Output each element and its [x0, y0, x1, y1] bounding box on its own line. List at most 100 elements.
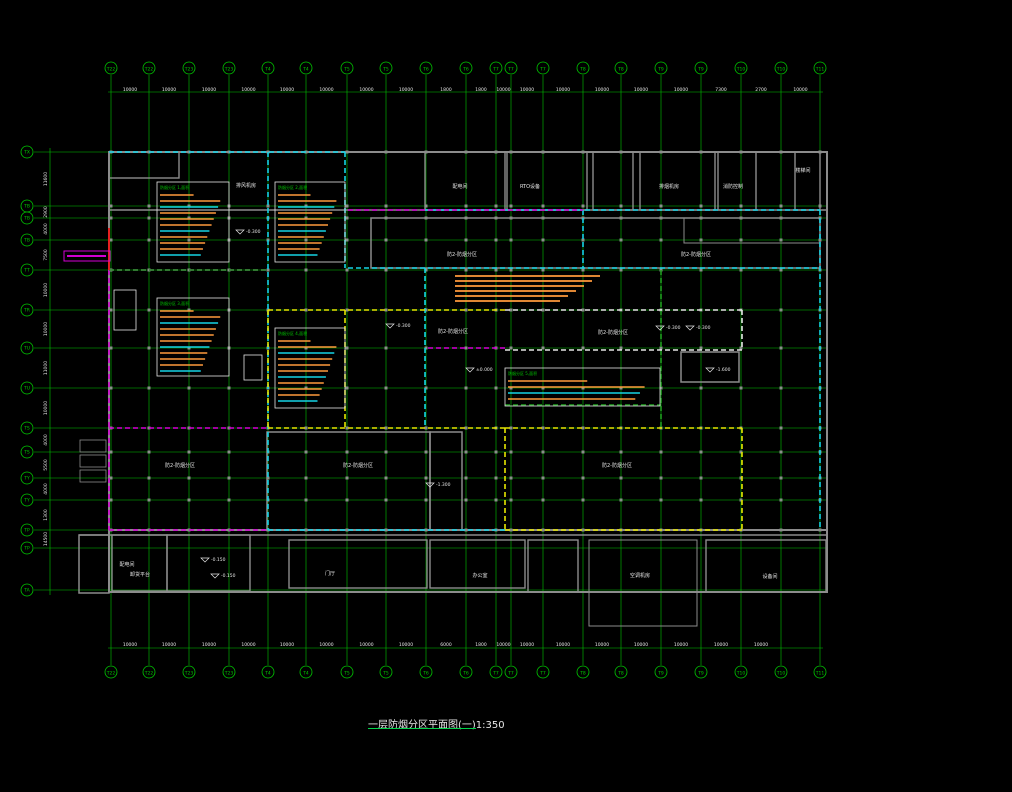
column	[509, 268, 513, 272]
elevation-symbol	[705, 367, 715, 373]
column	[304, 308, 308, 312]
column	[345, 450, 349, 454]
column	[739, 238, 743, 242]
axis-label-top: T9	[697, 67, 704, 73]
column	[779, 450, 783, 454]
column	[464, 346, 468, 350]
note-box	[156, 297, 230, 377]
magenta-tag	[63, 250, 111, 262]
elevation-symbol	[465, 367, 475, 373]
column	[779, 150, 783, 154]
axis-label-top: T4	[302, 67, 309, 73]
column	[659, 476, 663, 480]
column	[541, 308, 545, 312]
column	[345, 528, 349, 532]
axis-bubble-top	[576, 61, 590, 75]
room-label: 楼梯间	[795, 167, 810, 174]
axis-label-bottom: T7	[507, 671, 514, 677]
column	[147, 204, 151, 208]
axis-label-top: T7	[507, 67, 514, 73]
column	[619, 386, 623, 390]
axis-bubble-bottom	[104, 665, 118, 679]
column	[619, 498, 623, 502]
column	[779, 426, 783, 430]
column	[494, 216, 498, 220]
column	[619, 450, 623, 454]
column	[541, 386, 545, 390]
axis-label-bottom: T7	[539, 671, 546, 677]
room-label: 排烟机房	[659, 183, 679, 190]
column	[345, 150, 349, 154]
axis-label-left: TU	[23, 346, 30, 352]
dimension-text-bottom: 1800	[475, 642, 487, 648]
axis-label-left: TB	[23, 216, 30, 222]
column	[541, 268, 545, 272]
column	[818, 238, 822, 242]
axis-bubble-bottom	[813, 665, 827, 679]
column	[581, 386, 585, 390]
elevation-label: -0.300	[246, 229, 261, 235]
elevation-symbol	[235, 229, 245, 235]
axis-bubble-bottom	[379, 665, 393, 679]
dimension-text-top: 10000	[399, 87, 413, 93]
note-box	[504, 367, 661, 407]
axis-bubble-top	[104, 61, 118, 75]
column	[464, 204, 468, 208]
axis-label-top: T5	[382, 67, 389, 73]
column	[779, 268, 783, 272]
column	[779, 498, 783, 502]
axis-bubble-top	[734, 61, 748, 75]
column	[494, 450, 498, 454]
column	[187, 204, 191, 208]
column	[384, 450, 388, 454]
dimension-text-left: 4000	[43, 223, 49, 235]
bottom-room	[288, 539, 428, 589]
column	[464, 476, 468, 480]
room-label: 排风机房	[236, 182, 256, 189]
axis-label-left: TP	[23, 546, 30, 552]
column	[619, 238, 623, 242]
column	[187, 238, 191, 242]
column	[659, 150, 663, 154]
elevation-symbol	[685, 325, 695, 331]
axis-bubble-top	[536, 61, 550, 75]
column	[345, 216, 349, 220]
column	[699, 204, 703, 208]
stair-detail	[79, 469, 107, 483]
column	[464, 498, 468, 502]
axis-bubble-left	[20, 145, 34, 159]
axis-bubble-left	[20, 421, 34, 435]
column	[384, 426, 388, 430]
axis-label-left: TU	[23, 386, 30, 392]
column	[109, 308, 113, 312]
column	[384, 150, 388, 154]
axis-bubble-top	[489, 61, 503, 75]
column	[266, 476, 270, 480]
column	[541, 426, 545, 430]
axis-bubble-bottom	[182, 665, 196, 679]
dimension-text-bottom: 10000	[162, 642, 176, 648]
axis-bubble-bottom	[142, 665, 156, 679]
column	[424, 426, 428, 430]
axis-bubble-bottom	[614, 665, 628, 679]
axis-bubble-top	[182, 61, 196, 75]
column	[384, 528, 388, 532]
column	[659, 450, 663, 454]
column	[494, 476, 498, 480]
column	[739, 216, 743, 220]
column	[581, 426, 585, 430]
elevation-label: -0.150	[211, 557, 226, 563]
axis-bubble-bottom	[694, 665, 708, 679]
column	[509, 238, 513, 242]
axis-bubble-bottom	[774, 665, 788, 679]
axis-label-left: TP	[23, 528, 30, 534]
column	[147, 346, 151, 350]
dimension-text-left: 4000	[43, 483, 49, 495]
column	[739, 498, 743, 502]
axis-label-bottom: T23	[184, 671, 194, 677]
column	[494, 238, 498, 242]
column	[384, 476, 388, 480]
column	[659, 346, 663, 350]
dimension-text-left: 11000	[43, 361, 49, 375]
column	[464, 426, 468, 430]
